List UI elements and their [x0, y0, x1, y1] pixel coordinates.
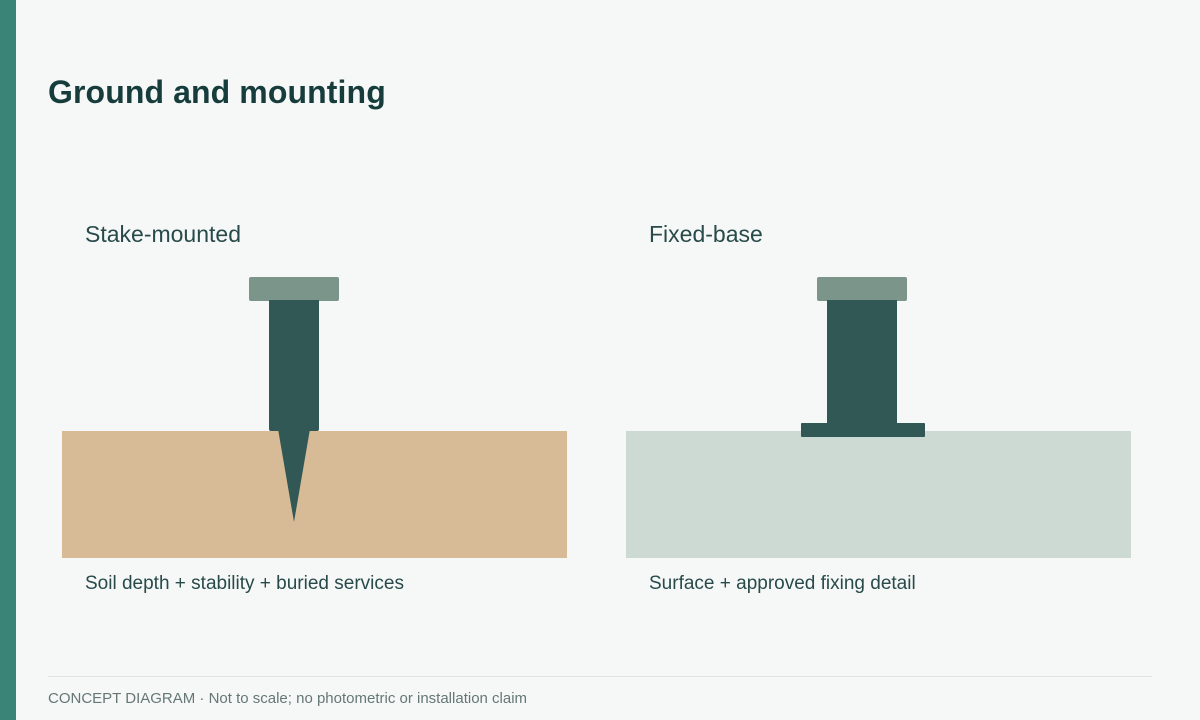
- accent-bar: [0, 0, 16, 720]
- panel-caption-fixed-base: Surface + approved fixing detail: [649, 573, 916, 594]
- page-title: Ground and mounting: [48, 74, 386, 110]
- stake-spike: [278, 429, 310, 522]
- panel-label-stake-mounted: Stake-mounted: [85, 221, 241, 247]
- footer-note: CONCEPT DIAGRAM · Not to scale; no photo…: [48, 690, 528, 707]
- stake-post: [269, 300, 319, 431]
- fixed-base-plate: [801, 423, 925, 437]
- fixed-base-cap: [817, 277, 907, 301]
- panel-label-fixed-base: Fixed-base: [649, 221, 763, 247]
- stake-cap: [249, 277, 339, 301]
- footer-divider: [48, 676, 1152, 677]
- panel-caption-stake-mounted: Soil depth + stability + buried services: [85, 573, 404, 594]
- surface-ground: [626, 431, 1131, 558]
- fixed-base-post: [827, 300, 897, 424]
- soil-ground: [62, 431, 567, 558]
